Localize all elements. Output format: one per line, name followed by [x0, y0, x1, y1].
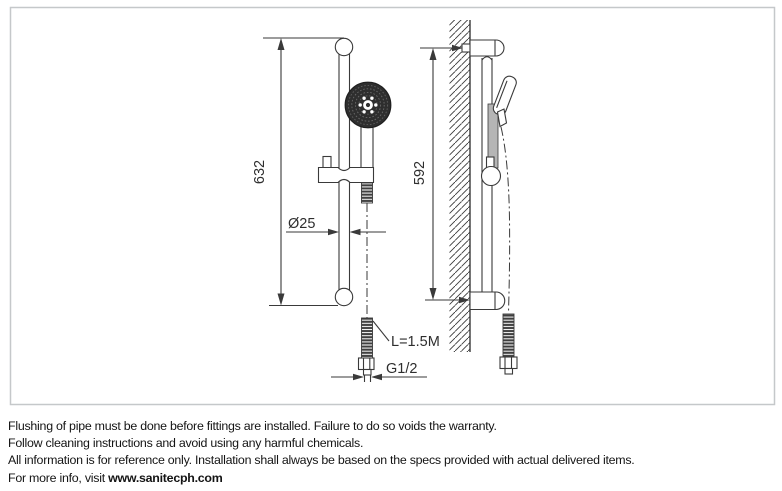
note-line-3: All information is for reference only. I… — [8, 453, 635, 468]
hose-length-text: L=1.5M — [391, 334, 440, 350]
hose-connector-upper — [361, 182, 373, 204]
technical-drawing: 632 Ø25 — [9, 6, 776, 406]
wall-hatch — [449, 20, 470, 352]
shower-holder — [317, 166, 375, 184]
holder-knob — [322, 155, 332, 170]
hand-shower-side — [492, 75, 517, 116]
note-line-4: For more info, visit www.sanitecph.com — [8, 470, 774, 487]
dimension-diameter-25: Ø25 — [286, 216, 386, 236]
hand-shower-handle — [360, 126, 374, 168]
dim-label-632: 632 — [252, 160, 268, 184]
dimension-592: 592 — [412, 44, 470, 304]
hand-shower-head — [344, 81, 392, 129]
note-line-1: Flushing of pipe must be done before fit… — [8, 419, 497, 433]
rail-top-end — [334, 37, 354, 57]
dimension-632: 632 — [252, 37, 344, 307]
label-hose-length: L=1.5M — [372, 320, 440, 350]
label-thread-size: G1/2 — [331, 361, 427, 381]
installation-notes: Flushing of pipe must be done before fit… — [8, 418, 774, 487]
hose-nut — [357, 357, 375, 371]
drawing-frame — [9, 6, 776, 406]
thread-size-text: G1/2 — [386, 361, 417, 377]
wall-bracket-bottom — [469, 291, 506, 311]
shower-hose-side — [499, 313, 518, 375]
side-view: 592 — [412, 20, 518, 375]
hose-nut-side — [499, 356, 518, 370]
hand-shower-clip — [496, 108, 508, 128]
website-text: www.sanitecph.com — [108, 470, 223, 485]
hose-centerline-side — [500, 126, 511, 314]
dim-label-592: 592 — [412, 161, 428, 185]
rail-bottom-end — [334, 287, 354, 307]
note-line-4-prefix: For more info, visit — [8, 470, 109, 485]
shower-hose — [357, 317, 375, 382]
front-view: 632 Ø25 — [252, 37, 440, 382]
dim-label-diameter: Ø25 — [288, 216, 315, 232]
note-line-2: Follow cleaning instructions and avoid u… — [8, 436, 364, 451]
shower-holder-side — [480, 165, 502, 187]
wall-bracket-top — [469, 39, 505, 57]
